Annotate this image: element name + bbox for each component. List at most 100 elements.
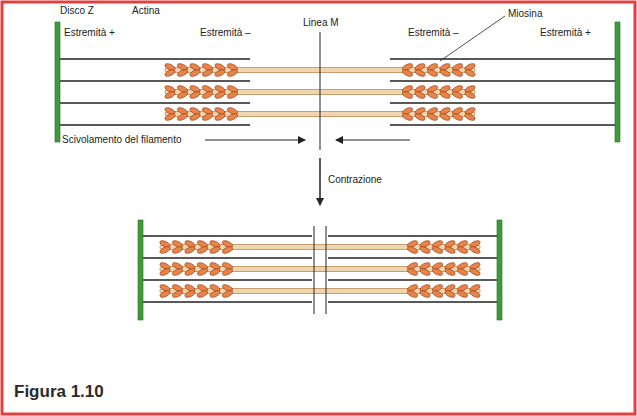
contraction-arrow [319,158,321,205]
myosin-head [426,68,438,77]
myosin-head [221,267,233,276]
slide-arrow [205,140,305,141]
myosin-head [201,90,213,99]
actin-filament [59,58,250,59]
myosin-head [214,90,226,99]
myosin-head [469,267,481,276]
myosin-head [469,245,481,254]
myosin-head [196,289,208,298]
slide-label: Scivolamento del filamento [62,134,182,146]
myosin-head [401,90,413,99]
myosin-head [456,289,468,298]
actin-filament [390,124,615,125]
myosin-head [451,68,463,77]
actin-filament [328,235,497,236]
myosin-head [221,245,233,254]
myosin-head [414,112,426,121]
m-line [326,226,327,314]
actin-filament [390,80,615,81]
myosin-head [431,289,443,298]
myosin-head [451,112,463,121]
z-disc [138,220,143,320]
myosin-head [444,267,456,276]
z-disc [55,22,60,142]
myosin-head [431,267,443,276]
myosin-head [444,289,456,298]
figure-caption: Figura 1.10 [14,382,104,402]
myosin-head [171,267,183,276]
myosin-head [164,112,176,121]
myosin-head [469,289,481,298]
end-label: Estremità – [200,27,251,39]
myosin-head [159,245,171,254]
actin-label: Actina [132,5,160,17]
myosin-head [401,68,413,77]
myosin-head [171,245,183,254]
end-label: Estremità – [408,27,459,39]
myosin-head [439,90,451,99]
myosin-head [159,267,171,276]
actin-filament [390,58,615,59]
myosin-head [464,112,476,121]
myosin-head [201,68,213,77]
m-line [314,226,315,314]
actin-filament [59,102,250,103]
myosin-head [189,112,201,121]
end-label: Estremità + [540,27,591,39]
actin-filament [142,257,312,258]
contracted-sarcomere [138,220,502,320]
myosin-head [171,289,183,298]
myosin-head [464,90,476,99]
myosin-head [189,90,201,99]
myosin-head [406,289,418,298]
myosin-head [184,267,196,276]
myosin-head [164,90,176,99]
myosin-head [406,245,418,254]
leader-line [440,16,505,61]
myosin-head [419,267,431,276]
myosin-label: Miosina [508,8,542,20]
myosin-head [226,68,238,77]
myosin-head [196,267,208,276]
myosin-head [189,68,201,77]
myosin-head [176,90,188,99]
myosin-head [439,112,451,121]
myosin-head [159,289,171,298]
actin-filament [328,279,497,280]
m-line [320,32,321,150]
myosin-head [419,289,431,298]
actin-filament [390,102,615,103]
myosin-head [209,245,221,254]
myosin-head [176,68,188,77]
myosin-head [221,289,233,298]
myosin-head [401,112,413,121]
actin-filament [142,301,312,302]
z-disc [615,22,620,142]
myosin-head [426,90,438,99]
myosin-head [201,112,213,121]
myosin-head [414,90,426,99]
myosin-head [431,245,443,254]
actin-filament [59,80,250,81]
z-disc-label: Disco Z [60,5,94,17]
myosin-head [214,68,226,77]
myosin-head [196,245,208,254]
m-line-label: Linea M [303,17,339,29]
actin-filament [328,301,497,302]
actin-filament [59,124,250,125]
relaxed-sarcomere [55,22,620,150]
myosin-head [464,68,476,77]
myosin-head [226,90,238,99]
myosin-head [439,68,451,77]
myosin-head [176,112,188,121]
myosin-head [444,245,456,254]
myosin-head [184,245,196,254]
myosin-head [209,289,221,298]
myosin-head [406,267,418,276]
myosin-head [226,112,238,121]
slide-arrow [336,140,410,141]
myosin-head [414,68,426,77]
myosin-head [456,245,468,254]
